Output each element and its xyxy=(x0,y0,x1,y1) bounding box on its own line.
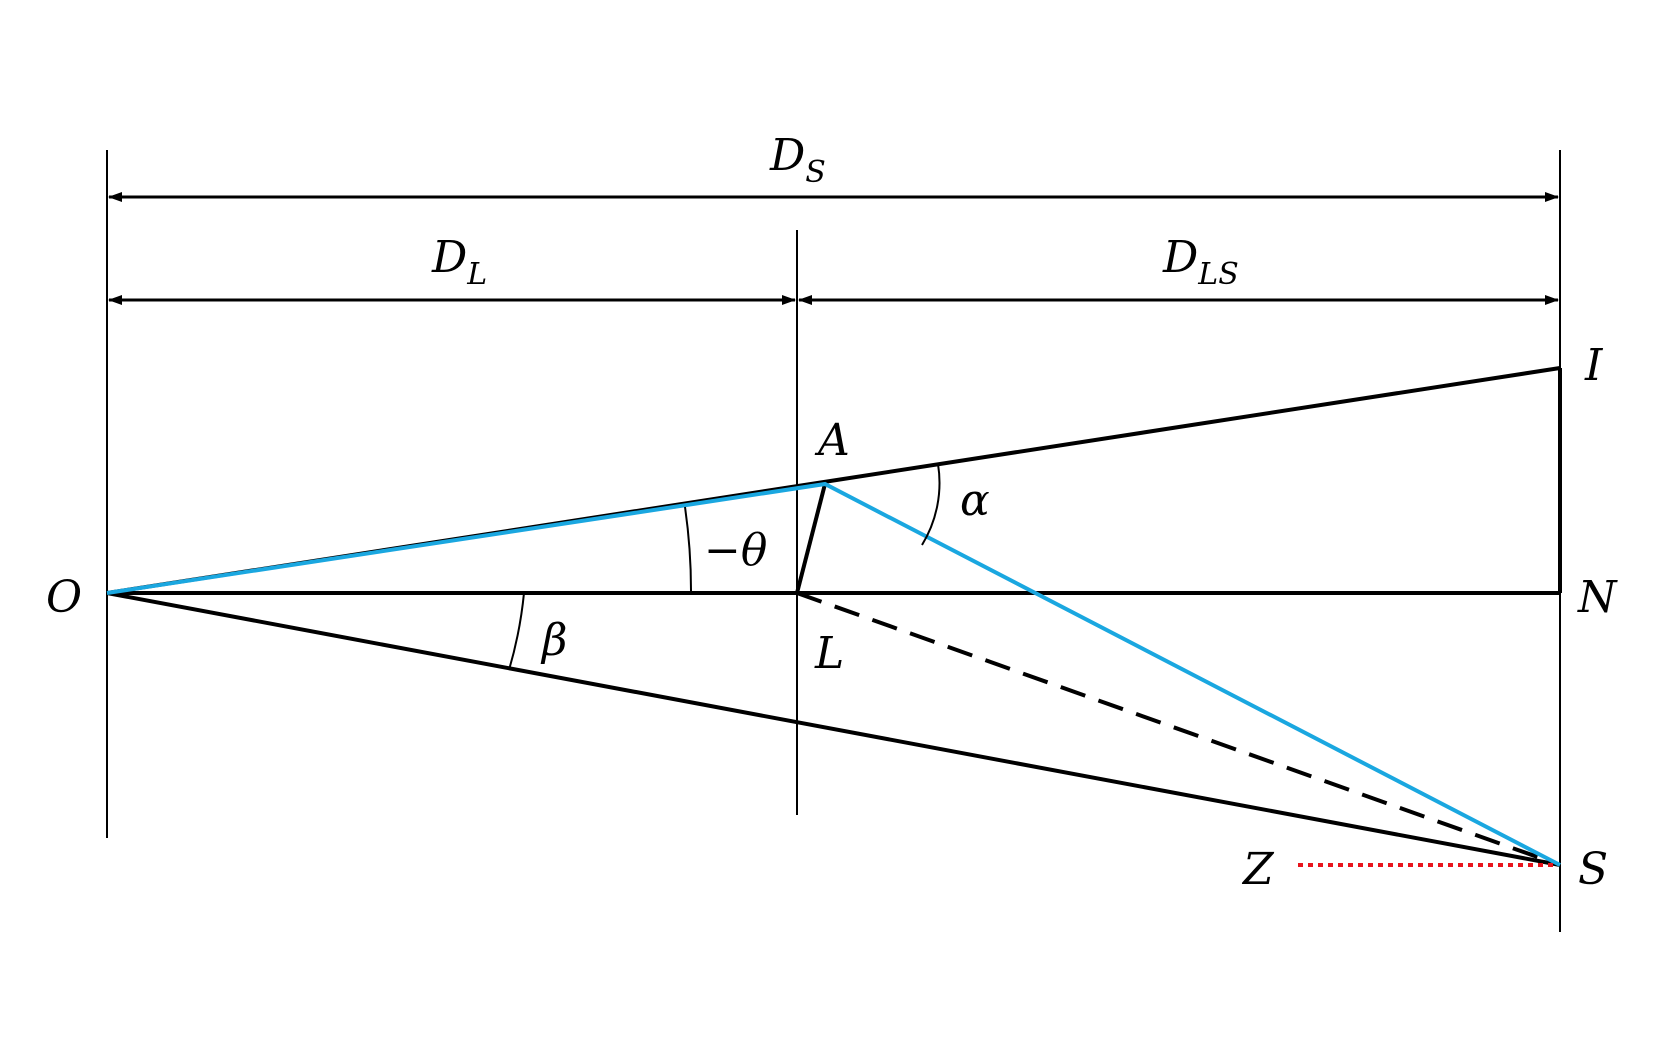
line-LS-dashed xyxy=(796,591,1561,867)
point-S-label: S xyxy=(1578,844,1608,895)
dl-label: DL xyxy=(431,232,487,292)
angle-beta-arc xyxy=(508,592,525,671)
point-L-label: L xyxy=(814,628,844,679)
line-OS xyxy=(106,591,1561,867)
point-A-label: A xyxy=(814,415,850,466)
dls-label: DLS xyxy=(1162,232,1239,292)
angle-alpha-label: α xyxy=(960,475,990,526)
point-Z-label: Z xyxy=(1241,844,1275,895)
angle-beta-label: β xyxy=(540,615,567,666)
angle-theta-label: −θ xyxy=(704,525,767,576)
segment-LA xyxy=(795,483,827,594)
angle-alpha-arc xyxy=(921,463,941,546)
point-O-label: O xyxy=(46,572,82,623)
light-ray xyxy=(106,481,1561,867)
point-I-label: I xyxy=(1584,340,1604,391)
point-N-label: N xyxy=(1577,572,1618,623)
angle-theta-arc xyxy=(684,506,693,594)
ds-label: DS xyxy=(769,130,826,190)
